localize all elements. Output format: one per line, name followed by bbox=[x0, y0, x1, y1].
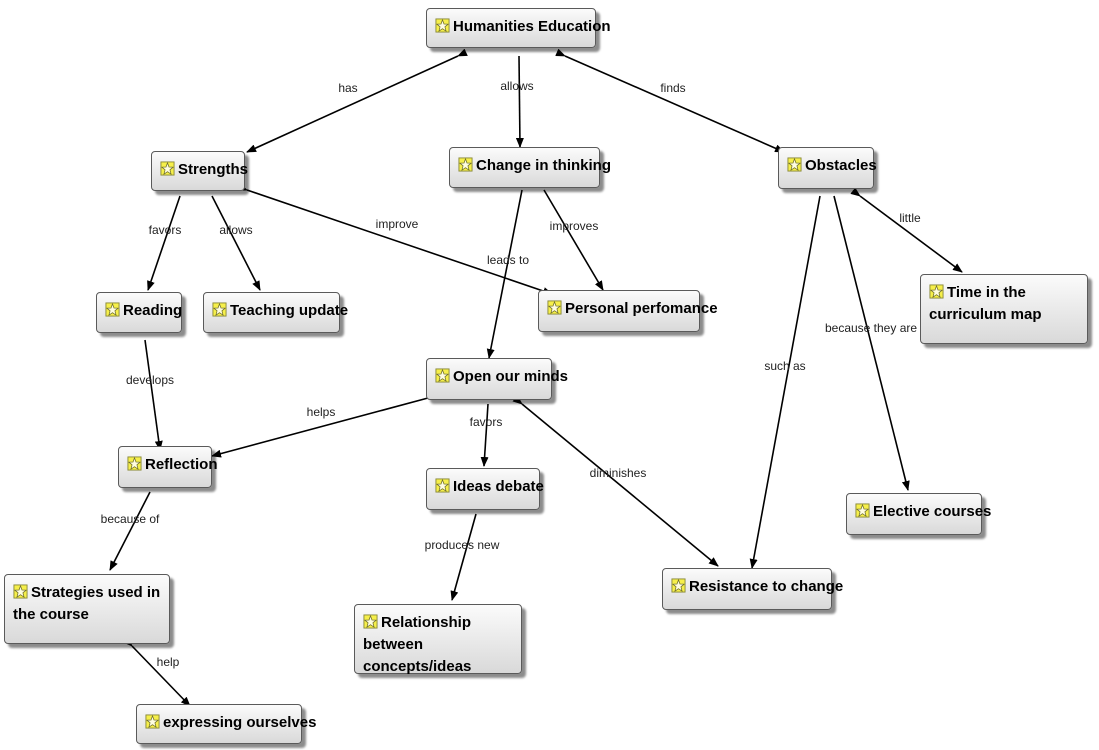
concept-resistance-to-change[interactable]: Resistance to change bbox=[662, 568, 843, 610]
concept-expressing-ourselves[interactable]: expressing ourselves bbox=[136, 704, 316, 744]
concept-strengths[interactable]: Strengths bbox=[151, 151, 249, 191]
link-label-has: has bbox=[338, 81, 358, 95]
concept-personal-performance[interactable]: Personal perfomance bbox=[538, 290, 718, 332]
link-little bbox=[850, 187, 963, 273]
concept-label: Strategies used in the course bbox=[13, 584, 161, 623]
link-label-little: little bbox=[899, 211, 921, 225]
concept-star-icon bbox=[13, 584, 28, 599]
concept-label: Change in thinking bbox=[476, 157, 611, 174]
link-label-help: help bbox=[156, 655, 180, 669]
link-label-finds: finds bbox=[660, 81, 686, 95]
concept-star-icon bbox=[929, 284, 944, 299]
link-label-allows-teaching: allows bbox=[219, 223, 253, 237]
concept-star-icon bbox=[105, 302, 120, 317]
link-diminishes bbox=[512, 395, 719, 567]
concept-label: Elective courses bbox=[873, 503, 992, 520]
concept-label: Teaching update bbox=[230, 302, 349, 319]
concept-label: Reading bbox=[123, 302, 183, 319]
link-label-diminishes: diminishes bbox=[589, 466, 647, 480]
concept-star-icon bbox=[160, 161, 175, 176]
link-label-favors: favors bbox=[148, 223, 182, 237]
concept-label: Personal perfomance bbox=[565, 300, 718, 317]
concept-open-our-minds[interactable]: Open our minds bbox=[426, 358, 568, 400]
link-improve bbox=[237, 183, 553, 295]
concept-star-icon bbox=[787, 157, 802, 172]
link-has bbox=[246, 48, 468, 153]
link-favors-debate bbox=[480, 403, 489, 467]
link-finds bbox=[555, 48, 785, 153]
concept-reflection[interactable]: Reflection bbox=[118, 446, 218, 488]
link-label-leads-to: leads to bbox=[486, 253, 530, 267]
concept-elective-courses[interactable]: Elective courses bbox=[846, 493, 991, 535]
link-label-develops: develops bbox=[125, 373, 175, 387]
concept-star-icon bbox=[435, 478, 450, 493]
concept-ideas-debate[interactable]: Ideas debate bbox=[426, 468, 544, 510]
concept-star-icon bbox=[363, 614, 378, 629]
link-develops bbox=[144, 339, 163, 451]
link-label-helps: helps bbox=[306, 405, 336, 419]
link-label-such-as: such as bbox=[764, 359, 806, 373]
concept-obstacles[interactable]: Obstacles bbox=[778, 147, 877, 189]
link-allows-teaching bbox=[211, 195, 261, 291]
link-help bbox=[122, 636, 191, 707]
concept-star-icon bbox=[855, 503, 870, 518]
concept-star-icon bbox=[212, 302, 227, 317]
concept-star-icon bbox=[145, 714, 160, 729]
concept-label: Relationship between concepts/ideas bbox=[363, 614, 472, 675]
concept-label: Time in the curriculum map bbox=[929, 284, 1042, 323]
link-improves bbox=[543, 189, 604, 291]
concept-teaching-update[interactable]: Teaching update bbox=[203, 292, 348, 333]
link-favors-reading bbox=[147, 195, 181, 291]
link-leads-to bbox=[486, 189, 523, 359]
concept-change-in-thinking[interactable]: Change in thinking bbox=[449, 147, 611, 188]
link-allows-top bbox=[515, 55, 524, 148]
concept-time-in-curriculum-map[interactable]: Time in the curriculum map bbox=[920, 274, 1088, 344]
link-label-improves: improves bbox=[549, 219, 599, 233]
concept-reading[interactable]: Reading bbox=[96, 292, 182, 333]
concept-label: Humanities Education bbox=[453, 18, 611, 35]
concept-star-icon bbox=[127, 456, 142, 471]
link-such-as bbox=[749, 195, 821, 569]
concept-star-icon bbox=[547, 300, 562, 315]
concept-strategies-used-in-course[interactable]: Strategies used in the course bbox=[4, 574, 170, 644]
concept-label: Ideas debate bbox=[453, 478, 544, 495]
concept-humanities-education[interactable]: Humanities Education bbox=[426, 8, 611, 48]
link-label-produces-new: produces new bbox=[424, 538, 500, 552]
concept-star-icon bbox=[671, 578, 686, 593]
concept-label: Reflection bbox=[145, 456, 218, 473]
link-produces-new bbox=[450, 513, 477, 601]
concept-label: Strengths bbox=[178, 161, 249, 178]
link-because-of bbox=[109, 491, 151, 571]
link-label-allows: allows bbox=[500, 79, 534, 93]
concept-star-icon bbox=[458, 157, 473, 172]
link-label-because-of: because of bbox=[100, 512, 160, 526]
concept-relationship-between-concepts[interactable]: Relationship between concepts/ideas bbox=[354, 604, 522, 675]
link-label-favors-debate: favors bbox=[469, 415, 503, 429]
concept-label: Open our minds bbox=[453, 368, 569, 385]
concept-label: expressing ourselves bbox=[163, 714, 317, 731]
concept-label: Resistance to change bbox=[689, 578, 844, 595]
link-label-improve: improve bbox=[375, 217, 419, 231]
link-because-they-are bbox=[833, 195, 910, 491]
link-label-because-they-are: because they are bbox=[824, 321, 918, 335]
link-helps bbox=[211, 391, 438, 458]
concept-label: Obstacles bbox=[805, 157, 877, 174]
concept-star-icon bbox=[435, 368, 450, 383]
concept-star-icon bbox=[435, 18, 450, 33]
